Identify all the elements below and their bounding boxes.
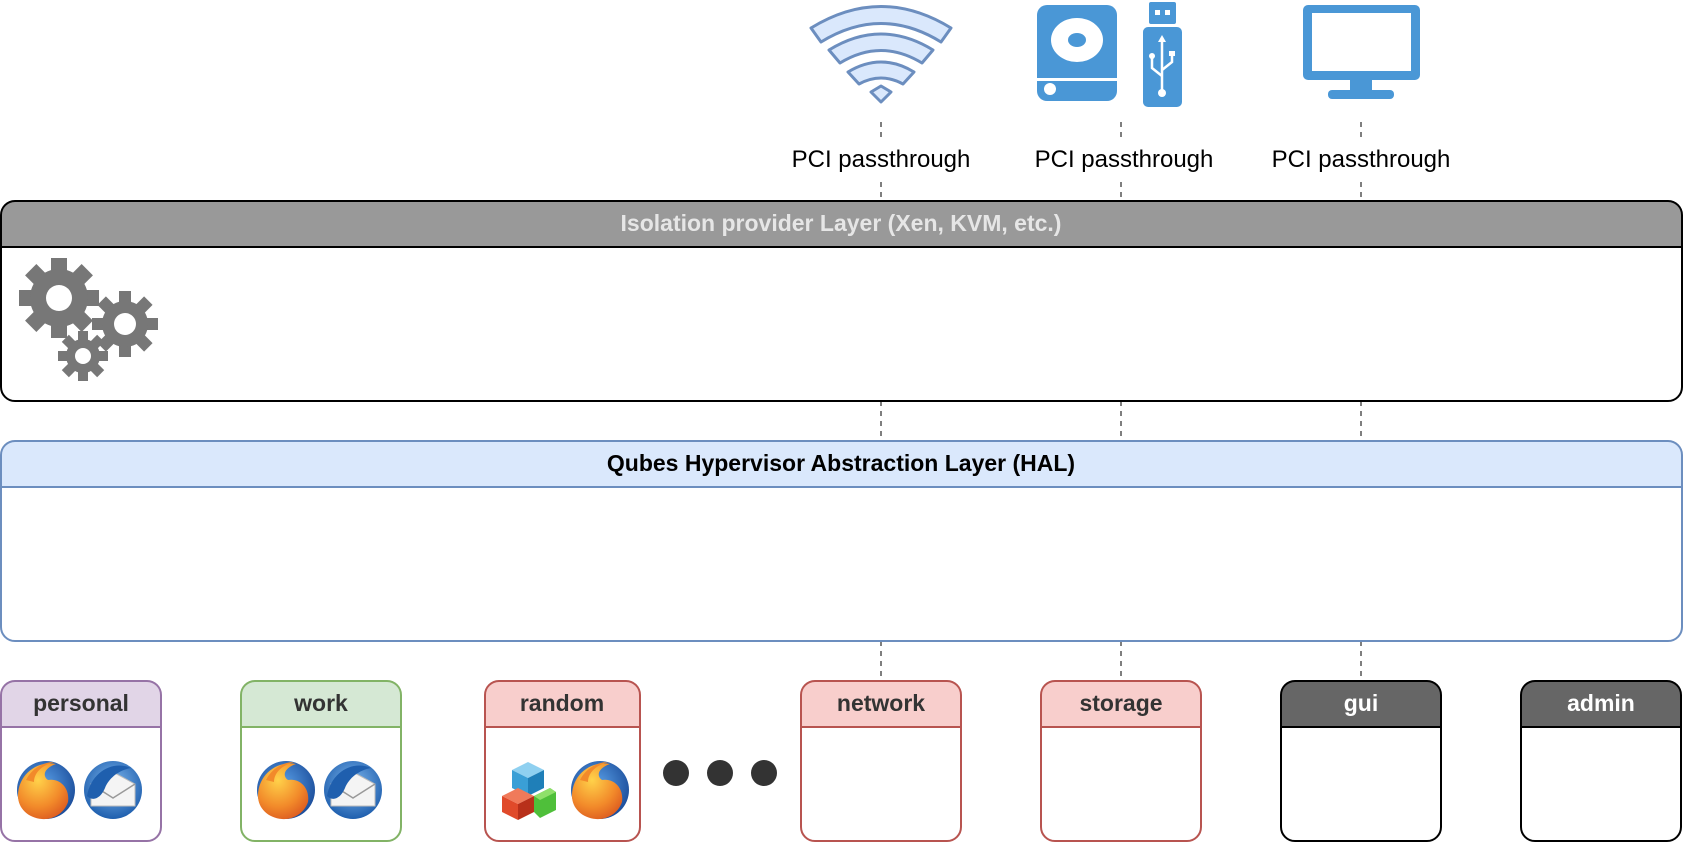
qube-personal-title: personal	[33, 690, 129, 716]
qube-admin-title: admin	[1567, 690, 1635, 716]
cubes-icon	[502, 762, 556, 820]
firefox-icon	[571, 761, 629, 820]
monitor-icon	[1303, 5, 1420, 99]
qube-work: work	[240, 680, 402, 842]
isolation-layer-title: Isolation provider Layer (Xen, KVM, etc.…	[621, 210, 1062, 236]
storage-pci-passthrough-label: PCI passthrough	[1035, 146, 1214, 173]
qube-personal: personal	[0, 680, 162, 842]
usb-stick-icon	[1143, 2, 1182, 107]
qube-random: random	[484, 680, 641, 842]
firefox-icon	[257, 761, 315, 820]
monitor-pci-passthrough-label: PCI passthrough	[1272, 146, 1451, 173]
qube-network-title: network	[837, 690, 925, 716]
hal-layer: Qubes Hypervisor Abstraction Layer (HAL)	[0, 440, 1683, 642]
thunderbird-icon	[84, 761, 142, 819]
isolation-provider-layer: Isolation provider Layer (Xen, KVM, etc.…	[0, 200, 1683, 402]
hard-drive-icon	[1037, 5, 1117, 101]
wifi-icon	[809, 5, 953, 104]
qube-work-title: work	[293, 690, 348, 716]
gears-icon	[19, 258, 158, 381]
thunderbird-icon	[324, 761, 382, 819]
more-dots-icon	[663, 760, 777, 786]
connector-lines	[880, 122, 1362, 681]
qube-random-title: random	[520, 690, 604, 716]
qube-network: network	[800, 680, 962, 842]
wifi-pci-passthrough-label: PCI passthrough	[792, 146, 971, 173]
qube-gui-title: gui	[1344, 690, 1379, 716]
pci-label-backgrounds	[790, 140, 1452, 178]
qube-admin: admin	[1520, 680, 1682, 842]
hal-layer-title: Qubes Hypervisor Abstraction Layer (HAL)	[607, 450, 1075, 476]
firefox-icon	[17, 761, 75, 820]
qube-gui: gui	[1280, 680, 1442, 842]
qube-storage-title: storage	[1079, 690, 1162, 716]
qube-storage: storage	[1040, 680, 1202, 842]
